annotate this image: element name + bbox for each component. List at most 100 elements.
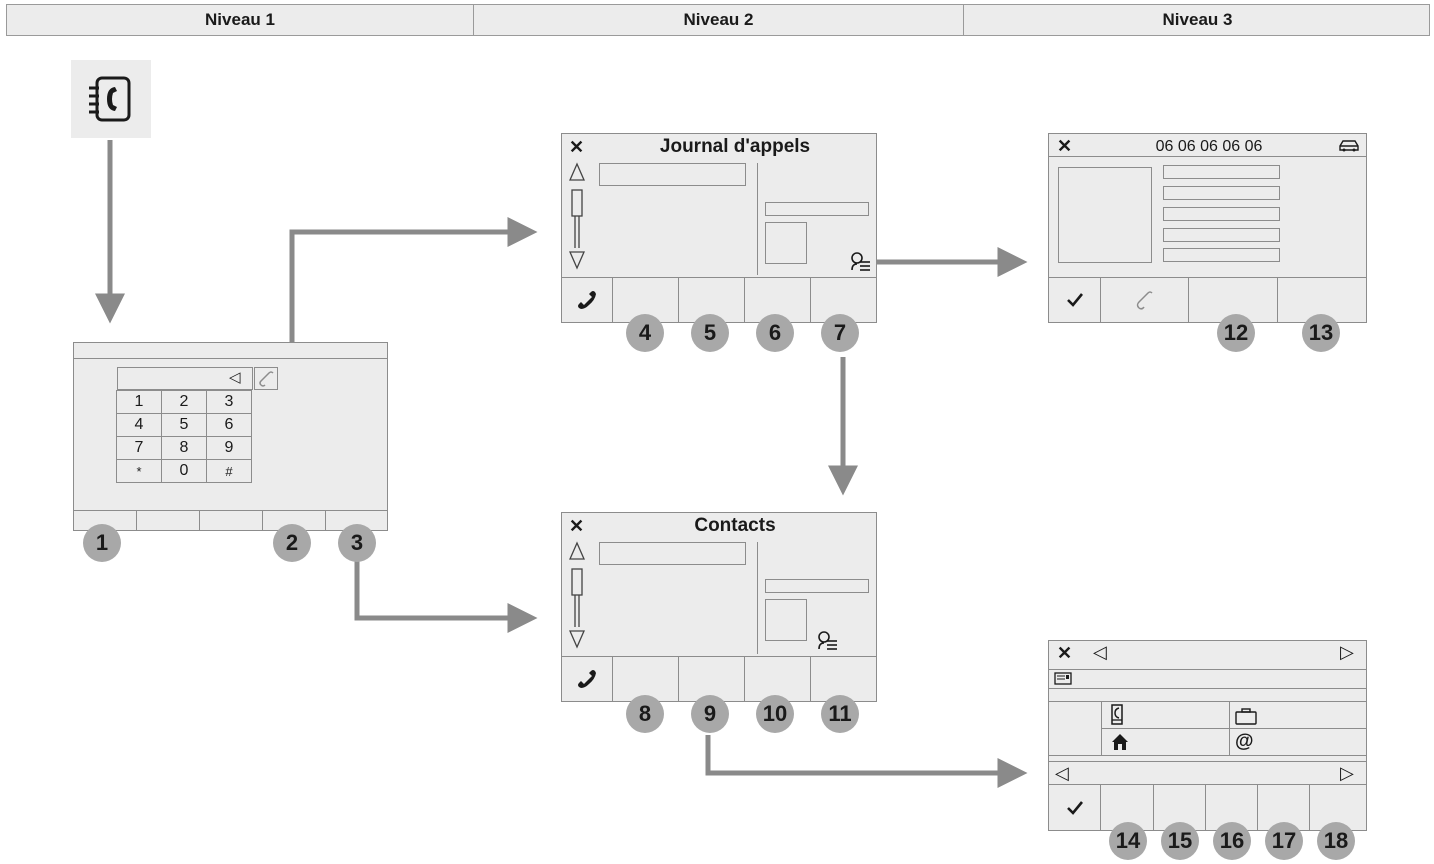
numpad-key[interactable]: 8 <box>161 436 207 460</box>
check-icon <box>1066 800 1083 815</box>
next-contact-icon[interactable]: ▷ <box>1340 642 1354 662</box>
detail-field-3 <box>1163 207 1280 221</box>
level-header: Niveau 1 Niveau 2 Niveau 3 <box>6 4 1430 36</box>
numpad-key[interactable]: 1 <box>116 390 162 414</box>
card-softkey-14[interactable] <box>1101 785 1154 830</box>
badge-1: 1 <box>83 524 121 562</box>
journal-title: Journal d'appels <box>659 136 811 157</box>
keypad-softkey-1[interactable] <box>74 511 137 530</box>
contacts-screen: ✕ Contacts <box>561 512 877 702</box>
arrow-9-to-contact-card <box>705 735 1028 788</box>
badge-13: 13 <box>1302 314 1340 352</box>
keypad-softkeys <box>74 510 387 530</box>
detail-field-2 <box>1163 186 1280 200</box>
numpad-key[interactable]: 5 <box>161 413 207 437</box>
check-icon <box>1066 293 1083 307</box>
card-softkey-16[interactable] <box>1206 785 1258 830</box>
contact-list-entry[interactable] <box>599 542 746 565</box>
contact-card-softkeys <box>1049 784 1366 830</box>
phone-number: 06 06 06 06 06 <box>1155 138 1263 155</box>
badge-6: 6 <box>756 314 794 352</box>
contacts-call-button[interactable] <box>562 657 613 701</box>
level-3-header: Niveau 3 <box>1162 10 1233 29</box>
journal-screen: ✕ Journal d'appels <box>561 133 877 323</box>
home-icon[interactable] <box>1110 732 1130 752</box>
contact-details-icon[interactable] <box>849 250 873 274</box>
call-button[interactable] <box>1101 278 1189 322</box>
close-icon[interactable]: ✕ <box>1057 136 1073 156</box>
badge-7: 7 <box>821 314 859 352</box>
badge-5: 5 <box>691 314 729 352</box>
journal-softkey-6[interactable] <box>745 278 811 322</box>
confirm-button[interactable] <box>1049 278 1101 322</box>
badge-11: 11 <box>821 695 859 733</box>
keypad-softkey-2[interactable] <box>137 511 200 530</box>
keypad-softkey-4[interactable] <box>263 511 326 530</box>
briefcase-icon[interactable] <box>1235 707 1257 725</box>
car-icon <box>1339 140 1359 152</box>
backspace-icon[interactable]: ◁ <box>229 369 241 386</box>
badge-4: 4 <box>626 314 664 352</box>
contacts-softkey-8[interactable] <box>613 657 679 701</box>
card-softkey-17[interactable] <box>1258 785 1310 830</box>
journal-softkeys <box>562 277 876 322</box>
contacts-title: Contacts <box>694 515 776 536</box>
contact-photo <box>765 599 807 641</box>
badge-2: 2 <box>273 524 311 562</box>
numpad-key[interactable]: * <box>116 459 162 483</box>
next-field-icon[interactable]: ▷ <box>1340 763 1354 783</box>
scrollbar[interactable] <box>567 539 587 651</box>
scrollbar[interactable] <box>567 160 587 272</box>
phone-outline-icon <box>259 371 274 387</box>
contacts-softkey-10[interactable] <box>745 657 811 701</box>
message-icon[interactable] <box>1054 672 1072 685</box>
mobile-phone-icon[interactable] <box>1110 704 1124 726</box>
card-softkey-15[interactable] <box>1154 785 1206 830</box>
phonebook-button[interactable] <box>71 60 151 138</box>
contact-detail-field <box>765 579 869 593</box>
phone-outline-icon <box>1136 291 1153 310</box>
detail-softkey-12[interactable] <box>1189 278 1278 322</box>
journal-softkey-5[interactable] <box>679 278 745 322</box>
call-list-entry[interactable] <box>599 163 746 186</box>
dial-call-button[interactable] <box>254 367 278 390</box>
badge-17: 17 <box>1265 822 1303 860</box>
badge-16: 16 <box>1213 822 1251 860</box>
badge-15: 15 <box>1161 822 1199 860</box>
prev-contact-icon[interactable]: ◁ <box>1093 642 1107 662</box>
numpad-key[interactable]: 6 <box>206 413 252 437</box>
entry-detail-field <box>765 202 869 216</box>
phone-handset-icon <box>578 670 596 688</box>
contact-photo <box>1058 167 1152 263</box>
badge-8: 8 <box>626 695 664 733</box>
journal-call-button[interactable] <box>562 278 613 322</box>
call-detail-screen: ✕ 06 06 06 06 06 <box>1048 133 1367 323</box>
numpad-key[interactable]: 3 <box>206 390 252 414</box>
contacts-softkeys <box>562 656 876 701</box>
numpad-key[interactable]: 2 <box>161 390 207 414</box>
prev-field-icon[interactable]: ◁ <box>1055 763 1069 783</box>
contact-details-icon[interactable] <box>816 629 840 653</box>
numpad-key[interactable]: 0 <box>161 459 207 483</box>
journal-softkey-4[interactable] <box>613 278 679 322</box>
badge-3: 3 <box>338 524 376 562</box>
badge-9: 9 <box>691 695 729 733</box>
phonebook-icon <box>89 76 131 122</box>
close-icon[interactable]: ✕ <box>569 137 585 157</box>
close-icon[interactable]: ✕ <box>1057 643 1073 663</box>
at-icon[interactable]: @ <box>1235 731 1254 752</box>
detail-field-4 <box>1163 228 1280 242</box>
numpad-key[interactable]: 7 <box>116 436 162 460</box>
detail-field-1 <box>1163 165 1280 179</box>
numpad-key[interactable]: 4 <box>116 413 162 437</box>
confirm-button[interactable] <box>1049 785 1101 830</box>
keypad-softkey-3[interactable] <box>200 511 263 530</box>
close-icon[interactable]: ✕ <box>569 516 585 536</box>
dialed-number-field[interactable] <box>117 367 253 390</box>
contacts-softkey-9[interactable] <box>679 657 745 701</box>
numpad-key[interactable]: # <box>206 459 252 483</box>
numpad-key[interactable]: 9 <box>206 436 252 460</box>
arrow-3-to-contacts <box>354 560 538 633</box>
